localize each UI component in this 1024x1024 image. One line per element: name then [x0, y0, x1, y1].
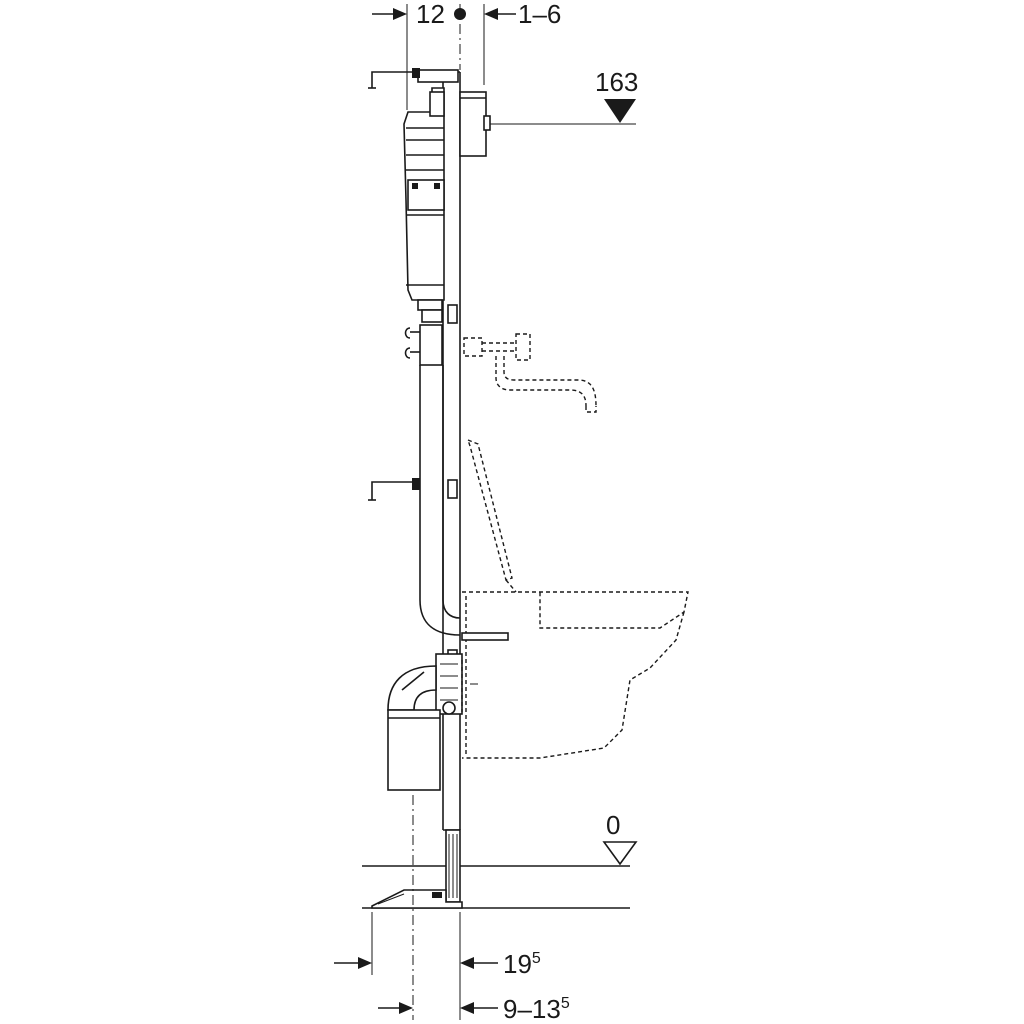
- down-triangle-icon: [602, 841, 638, 866]
- dimension-top-right: 1–6: [518, 0, 561, 29]
- arrow-icon: [393, 8, 407, 20]
- height-mark-group: 163: [486, 67, 638, 125]
- down-triangle-icon: [604, 99, 636, 123]
- water-supply-dashed: [463, 333, 597, 413]
- height-mark-label: 163: [595, 67, 638, 97]
- floor-and-feet: 0: [362, 810, 638, 909]
- dimension-bottom-lower-base: 9–13: [503, 994, 561, 1024]
- arrow-icon: [460, 957, 474, 969]
- toilet-bowl-dashed: [462, 438, 689, 759]
- bottom-dimension-group: 195 9–135: [334, 795, 570, 1024]
- centre-dot-icon: [454, 8, 466, 20]
- dimension-bottom-upper-base: 19: [503, 949, 532, 979]
- arrow-icon: [399, 1002, 413, 1014]
- dimension-bottom-upper: 195: [503, 949, 541, 979]
- dimension-bottom-lower-sup: 5: [561, 995, 570, 1012]
- arrow-icon: [460, 1002, 474, 1014]
- arrow-icon: [358, 957, 372, 969]
- dimension-top-left: 12: [416, 0, 445, 29]
- arrow-icon: [484, 8, 498, 20]
- dimension-bottom-upper-sup: 5: [532, 950, 541, 967]
- drain-connection: [387, 632, 509, 791]
- cistern: [368, 68, 491, 366]
- dimension-bottom-lower: 9–135: [503, 994, 570, 1024]
- top-dimension-group: 12 1–6: [372, 0, 561, 110]
- flush-pipe: [368, 365, 461, 636]
- floor-mark-label: 0: [606, 810, 620, 840]
